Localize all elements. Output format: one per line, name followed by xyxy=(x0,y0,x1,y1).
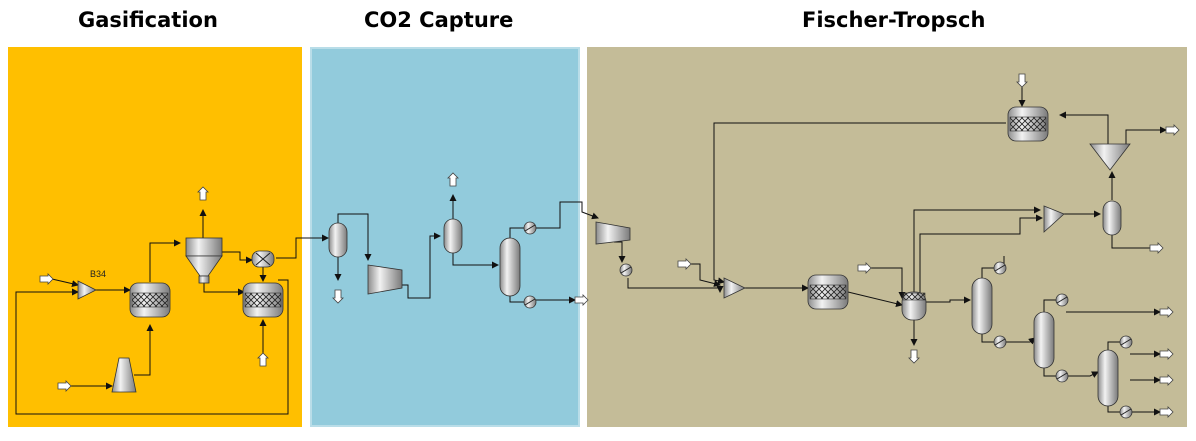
ft-flows xyxy=(614,85,1167,416)
feed-stream-arrow-icon[interactable] xyxy=(39,273,54,285)
kerosene-out-arrow-icon[interactable] xyxy=(1159,348,1174,360)
vent-stream-arrow-icon[interactable] xyxy=(197,186,209,201)
section-title-gasification: Gasification xyxy=(78,8,218,32)
condenser-3-icon[interactable] xyxy=(1119,335,1133,349)
purge-out-arrow-icon[interactable] xyxy=(1165,124,1180,136)
ft-reactor-icon[interactable] xyxy=(807,274,849,310)
oxygen-feed-arrow-icon[interactable] xyxy=(1016,73,1028,88)
cooler-icon[interactable] xyxy=(619,263,633,277)
distillation-column-3-icon[interactable] xyxy=(1097,349,1119,407)
compressor-icon[interactable] xyxy=(367,264,403,295)
stripper-column-icon[interactable] xyxy=(499,237,521,297)
gasifier-reactor-icon[interactable] xyxy=(129,282,171,318)
condenser-2-icon[interactable] xyxy=(1055,293,1069,307)
reboiler-1-icon[interactable] xyxy=(993,335,1007,349)
gas-mixer-icon[interactable] xyxy=(1043,205,1065,233)
liquid-out-arrow-icon[interactable] xyxy=(332,289,344,304)
heavy-out-arrow-icon[interactable] xyxy=(1159,406,1174,418)
panel-fischer-tropsch xyxy=(587,47,1187,427)
air-feed-arrow-icon[interactable] xyxy=(57,380,72,392)
wax-out-arrow-icon[interactable] xyxy=(908,349,920,364)
panel-gasification xyxy=(8,47,302,427)
reformer-reactor-icon[interactable] xyxy=(242,282,284,318)
co2-out-arrow-icon[interactable] xyxy=(574,294,589,306)
section-title-co2-capture: CO2 Capture xyxy=(364,8,514,32)
separator-drum-icon[interactable] xyxy=(1102,200,1122,236)
distillation-column-1-icon[interactable] xyxy=(971,277,993,335)
co2-vent-arrow-icon[interactable] xyxy=(447,172,459,187)
reboiler-3-icon[interactable] xyxy=(1119,405,1133,419)
reboiler-2-icon[interactable] xyxy=(1055,369,1069,383)
expander-icon[interactable] xyxy=(595,221,631,245)
reforming-reactor-icon[interactable] xyxy=(1007,106,1049,142)
stirred-reactor-icon[interactable] xyxy=(901,291,927,321)
diesel-out-arrow-icon[interactable] xyxy=(1159,374,1174,386)
cyclone-icon[interactable] xyxy=(185,237,223,284)
syngas-feed-arrow-icon[interactable] xyxy=(677,258,692,270)
flash-drum-icon[interactable] xyxy=(328,222,348,258)
reboiler-icon[interactable] xyxy=(523,295,537,309)
gasification-flows xyxy=(15,209,329,415)
distillation-column-2-icon[interactable] xyxy=(1033,311,1055,369)
condenser-icon[interactable] xyxy=(523,221,537,235)
h2-feed-arrow-icon[interactable] xyxy=(857,262,872,274)
furnace-icon[interactable] xyxy=(111,357,137,393)
co2-flows xyxy=(334,194,599,304)
section-title-fischer-tropsch: Fischer-Tropsch xyxy=(802,8,986,32)
steam-feed-arrow-icon[interactable] xyxy=(257,352,269,367)
mixer-icon[interactable] xyxy=(77,280,97,300)
naphtha-out-arrow-icon[interactable] xyxy=(1159,306,1174,318)
heat-exchanger-icon[interactable] xyxy=(251,250,275,268)
water-out-arrow-icon[interactable] xyxy=(1149,242,1164,254)
block-b34-label: B34 xyxy=(90,269,106,279)
absorber-drum-icon[interactable] xyxy=(443,218,463,254)
condenser-1-icon[interactable] xyxy=(993,261,1007,275)
splitter-icon[interactable] xyxy=(1089,143,1131,171)
ft-mixer-icon[interactable] xyxy=(723,277,746,299)
